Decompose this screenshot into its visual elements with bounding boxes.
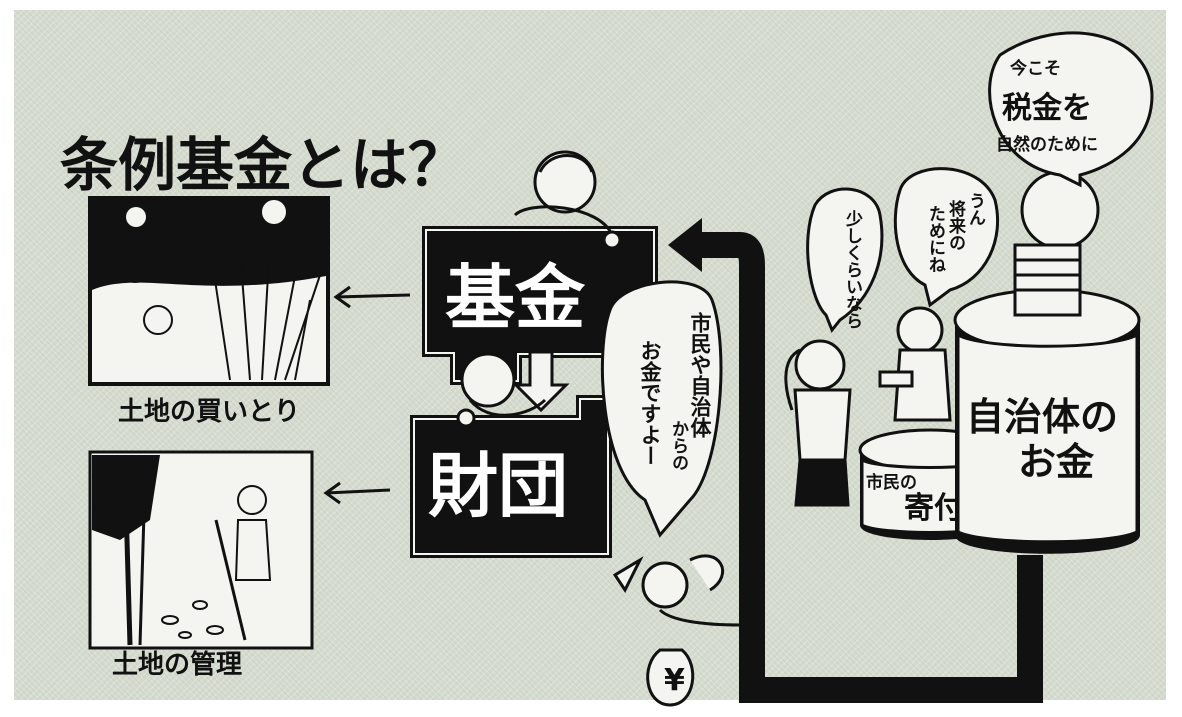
fund-label: 基金 (445, 257, 586, 339)
citizen-woman (784, 339, 852, 507)
tax-bubble-line-2: 税金を (1002, 91, 1092, 126)
future-bubble: うん 将来の ためにね (893, 167, 1000, 308)
tax-bubble: 今こそ 税金を 自然のために (988, 31, 1154, 188)
citizen-man (878, 306, 952, 422)
future-bubble-line-2: 将来の (945, 199, 967, 251)
land-purchase-picture (88, 196, 330, 386)
tax-bubble-line-1: 今こそ (1010, 58, 1061, 79)
citizen-money-bubble: 市民や自治体 からの お金ですよー (600, 280, 723, 538)
diagram-title: 条例基金とは？ (60, 131, 466, 199)
foundation-label: 財団 (428, 445, 568, 527)
yen-sign: ¥ (664, 663, 685, 698)
municipal-label-line-1: 自治体の (966, 395, 1118, 439)
citizen-bubble-line-1: 市民や自治体 (688, 311, 712, 438)
child-character-middle (456, 352, 547, 428)
caption-land-management: 土地の管理 (112, 650, 242, 680)
child-character-top (513, 150, 622, 250)
municipal-money-drum: 自治体の お金 (953, 288, 1141, 554)
donation-label-line-1: 市民の (866, 472, 917, 493)
land-management-picture (88, 450, 314, 650)
foundation-box: 財団 (410, 395, 612, 558)
money-flow-arrow (668, 218, 1043, 703)
yen-money-bag: ¥ (646, 648, 695, 707)
fund-to-foundation-arrow (512, 350, 570, 413)
citizen-bubble-line-3: お金ですよー (638, 340, 663, 466)
small-amount-text: 少しくらいなら (842, 210, 864, 329)
future-bubble-line-3: ためにね (925, 205, 946, 273)
tax-bubble-line-3: 自然のために (996, 134, 1098, 155)
municipal-label-line-2: お金 (1018, 440, 1095, 484)
arrow-to-purchase (333, 285, 411, 309)
official-character (1013, 170, 1100, 317)
small-amount-bubble: 少しくらいなら (806, 187, 884, 333)
arrow-to-management (323, 481, 391, 505)
caption-land-purchase: 土地の買いとり (118, 397, 300, 427)
future-bubble-line-1: うん (965, 192, 986, 226)
fund-box: 基金 (422, 226, 658, 385)
angel-character (612, 554, 741, 627)
citizen-bubble-line-2: からの (668, 420, 688, 471)
